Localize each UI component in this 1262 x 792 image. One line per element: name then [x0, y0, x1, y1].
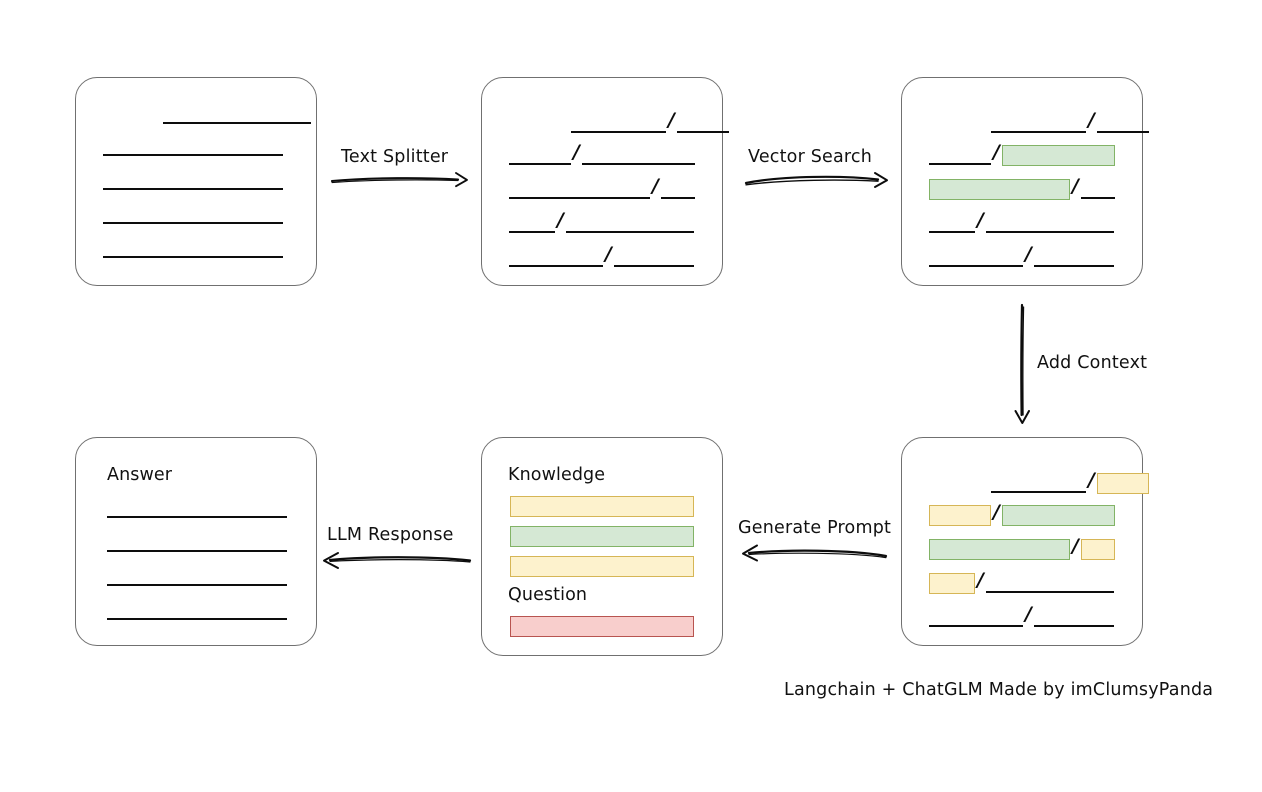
chunk-line	[565, 212, 694, 234]
chunk-line	[1096, 112, 1149, 134]
knowledge-bar	[510, 496, 694, 517]
chunk-separator: /	[993, 500, 1000, 523]
document-line	[103, 188, 283, 190]
chunk-line	[929, 212, 975, 234]
context-chunk-row: /	[991, 468, 1149, 494]
edge-label-llm-response: LLM Response	[327, 525, 454, 545]
chunk-line	[509, 178, 650, 200]
question-bar	[510, 616, 694, 637]
context-chunk-row: /	[929, 500, 1115, 526]
split-chunk-row: /	[509, 174, 695, 200]
edge-label-generate-prompt: Generate Prompt	[738, 518, 892, 538]
node-generated-prompt[interactable]: Knowledge Question	[481, 437, 723, 656]
split-chunk-row: /	[509, 140, 695, 166]
chunk-separator: /	[977, 568, 984, 591]
edge-label-vector-search: Vector Search	[748, 147, 873, 167]
chunk-highlight-green	[929, 538, 1070, 560]
chunk-line	[509, 246, 603, 268]
context-chunk-row: /	[929, 568, 1114, 594]
chunk-line	[509, 144, 571, 166]
knowledge-bar	[510, 556, 694, 577]
node-source-document[interactable]	[75, 77, 317, 286]
chunk-line	[660, 178, 695, 200]
chunk-line	[676, 112, 729, 134]
split-chunk-row: /	[571, 108, 729, 134]
split-chunk-row: /	[509, 242, 694, 268]
chunk-line	[929, 144, 991, 166]
chunk-line	[929, 246, 1023, 268]
chunk-line	[929, 606, 1023, 628]
vector-match-row: /	[929, 208, 1114, 234]
credit-text: Langchain + ChatGLM Made by imClumsyPand…	[784, 680, 1214, 700]
chunk-separator: /	[652, 174, 659, 197]
edge-arrow-llm-response	[323, 552, 472, 569]
document-line	[103, 256, 283, 258]
knowledge-bar	[510, 526, 694, 547]
chunk-separator: /	[1025, 602, 1032, 625]
chunk-line	[985, 572, 1114, 594]
edge-arrow-vector-search	[744, 172, 888, 188]
chunk-separator: /	[1025, 242, 1032, 265]
answer-line	[107, 618, 287, 620]
chunk-line	[1033, 246, 1114, 268]
chunk-separator: /	[1088, 468, 1095, 491]
chunk-separator: /	[1088, 108, 1095, 131]
chunk-highlight-green	[1001, 504, 1115, 526]
chunk-line	[991, 112, 1086, 134]
chunk-separator: /	[573, 140, 580, 163]
edge-label-add-context: Add Context	[1037, 353, 1148, 373]
chunk-line	[581, 144, 695, 166]
chunk-highlight-green	[929, 178, 1070, 200]
context-chunk-row: /	[929, 534, 1115, 560]
vector-match-row: /	[929, 140, 1115, 166]
node-vector-search-results[interactable]: / / / / /	[901, 77, 1149, 286]
edge-label-text-splitter: Text Splitter	[341, 147, 449, 167]
chunk-highlight-yellow	[1080, 538, 1115, 560]
vector-match-row: /	[929, 242, 1114, 268]
chunk-line	[1080, 178, 1115, 200]
chunk-separator: /	[668, 108, 675, 131]
document-line	[163, 122, 311, 124]
knowledge-label: Knowledge	[508, 465, 606, 485]
document-line	[103, 154, 283, 156]
chunk-highlight-yellow	[1096, 472, 1149, 494]
chunk-highlight-yellow	[929, 572, 975, 594]
answer-line	[107, 584, 287, 586]
document-line	[103, 222, 283, 224]
chunk-separator: /	[977, 208, 984, 231]
chunk-separator: /	[605, 242, 612, 265]
chunk-separator: /	[1072, 534, 1079, 557]
chunk-highlight-green	[1001, 144, 1115, 166]
answer-label: Answer	[107, 465, 173, 485]
chunk-separator: /	[557, 208, 564, 231]
context-chunk-row: /	[929, 602, 1114, 628]
node-context-added-chunks[interactable]: / / / / /	[901, 437, 1149, 646]
chunk-line	[985, 212, 1114, 234]
vector-match-row: /	[991, 108, 1149, 134]
chunk-separator: /	[993, 140, 1000, 163]
edge-arrow-text-splitter	[330, 172, 468, 188]
answer-line	[107, 516, 287, 518]
chunk-highlight-yellow	[929, 504, 991, 526]
edge-arrow-add-context	[1014, 303, 1030, 424]
chunk-separator: /	[1072, 174, 1079, 197]
split-chunk-row: /	[509, 208, 694, 234]
chunk-line	[571, 112, 666, 134]
edge-arrow-generate-prompt	[742, 544, 888, 562]
chunk-line	[991, 472, 1086, 494]
chunk-line	[613, 246, 694, 268]
answer-line	[107, 550, 287, 552]
node-answer[interactable]: Answer	[75, 437, 317, 646]
chunk-line	[509, 212, 555, 234]
chunk-line	[1033, 606, 1114, 628]
question-label: Question	[508, 585, 588, 605]
node-split-chunks[interactable]: / / / / /	[481, 77, 729, 286]
vector-match-row: /	[929, 174, 1115, 200]
